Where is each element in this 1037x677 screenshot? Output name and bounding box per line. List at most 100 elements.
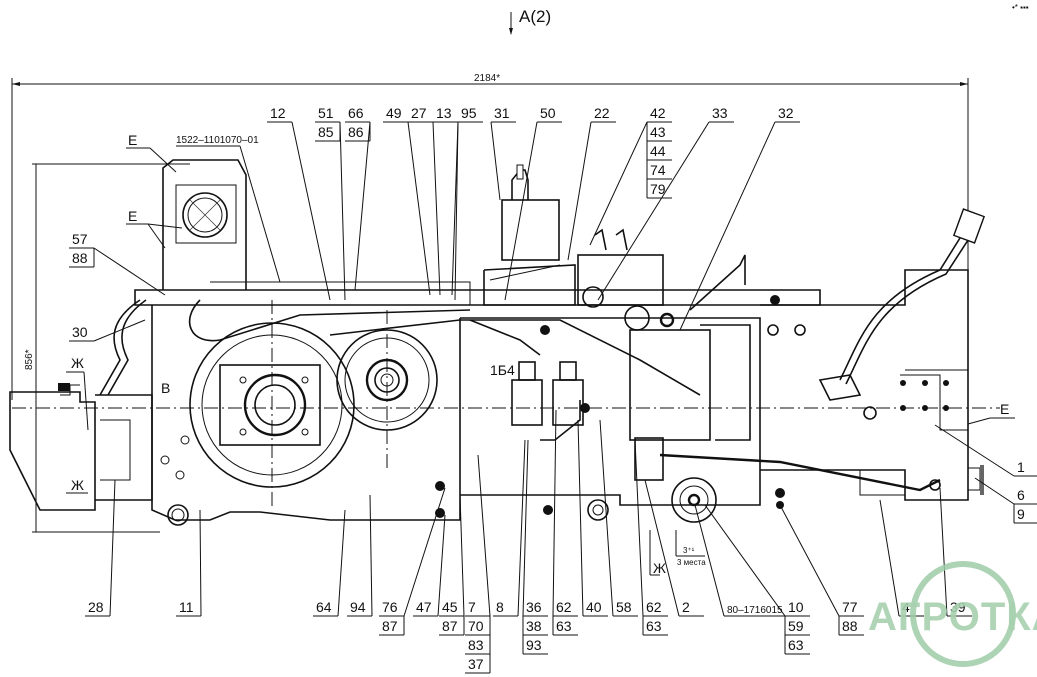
top-callout-9-leader	[567, 121, 592, 261]
bottom-callout-14-label-0: 2	[682, 599, 690, 615]
bottom-callout-4-leader	[403, 487, 446, 617]
dimension-height-value: 856*	[24, 349, 35, 370]
part-number-leader-1	[239, 145, 281, 283]
bottom-callout-11-label-0: 40	[586, 599, 602, 615]
bottom-callout-17-label-0: 4	[902, 599, 910, 615]
top-callout-5-label-0: 13	[436, 105, 452, 121]
top-callout-7-label-0: 31	[494, 105, 510, 121]
bottom-callout-6-label-0: 45	[442, 599, 458, 615]
right-callout-1-label-0: 6	[1017, 487, 1025, 503]
section-mark-e-1: E	[128, 132, 137, 148]
bottom-callout-3-label-0: 94	[350, 599, 366, 615]
right-callout-1-label-1: 9	[1017, 506, 1025, 522]
top-callout-0-leader	[291, 121, 331, 301]
bottom-callout-8-label-0: 8	[496, 599, 504, 615]
bottom-callout-4-label-0: 76	[382, 599, 398, 615]
left-callout-0-label-0: 57	[72, 231, 88, 247]
top-callout-3-leader	[407, 121, 431, 296]
part-number-label-1: 1522–1101070–01	[176, 135, 259, 146]
bottom-callout-5-label-0: 47	[416, 599, 432, 615]
bottom-callout-14-leader	[644, 479, 680, 617]
pump-flange	[587, 477, 717, 523]
bottom-callout-17-leader	[879, 499, 900, 617]
bottom-callout-16-leader	[779, 504, 840, 617]
part-number-leader-2	[694, 504, 725, 617]
bottom-callout-9-leader	[522, 439, 529, 617]
bottom-callout-13-label-1: 63	[646, 618, 662, 634]
top-callout-1-leader	[339, 121, 346, 301]
right-callout-0-leader	[934, 424, 1015, 477]
corner-mark: •* ▪▪▪	[1012, 3, 1029, 12]
bottom-callout-4-label-1: 87	[382, 618, 398, 634]
bottom-callout-9-label-2: 93	[526, 637, 542, 653]
bottom-callout-13-label-0: 62	[646, 599, 662, 615]
view-arrow	[509, 12, 513, 35]
bottom-callout-15-label-1: 59	[788, 618, 804, 634]
view-label: A(2)	[519, 7, 551, 26]
top-callout-12-leader	[679, 121, 776, 331]
left-callout-1-label-0: 30	[72, 324, 88, 340]
fit-note-numerator: 3⁺¹	[683, 546, 695, 555]
top-callout-10-label-4: 79	[650, 181, 666, 197]
bottom-callout-16-label-0: 77	[842, 599, 858, 615]
top-callout-12-label-0: 32	[778, 105, 794, 121]
right-callout-1-leader	[974, 477, 1015, 505]
bottom-callout-6-label-1: 87	[442, 618, 458, 634]
bottom-callout-0-label-0: 28	[88, 599, 104, 615]
top-callout-1-label-0: 51	[318, 105, 334, 121]
bottom-callout-16-label-1: 88	[842, 618, 858, 634]
bolts	[160, 295, 949, 526]
top-callout-5-leader	[451, 121, 459, 296]
bottom-callout-1-label-0: 11	[179, 599, 194, 615]
bottom-callout-7-label-3: 37	[468, 656, 484, 672]
bottom-callout-9-label-1: 38	[526, 618, 542, 634]
hydraulic-pipes	[99, 208, 986, 492]
top-callout-9-label-0: 22	[594, 105, 610, 121]
bottom-callout-10-label-1: 63	[556, 618, 572, 634]
bottom-callout-11-leader	[577, 419, 584, 617]
internal-mark-v: В	[161, 380, 170, 396]
section-mark-e-2: E	[128, 208, 137, 224]
transmission-housing	[9, 159, 984, 521]
bottom-callout-10-leader	[552, 409, 557, 617]
bottom-callout-7-label-2: 83	[468, 637, 484, 653]
top-callout-10-leader	[589, 121, 648, 246]
top-callout-7-leader	[490, 121, 501, 201]
bottom-callout-9-label-0: 36	[526, 599, 542, 615]
top-callout-10-label-0: 42	[650, 105, 666, 121]
bottom-callout-2-label-0: 64	[316, 599, 332, 615]
bottom-callout-7-leader	[477, 454, 491, 617]
bottom-callout-8-leader	[517, 439, 526, 617]
fit-note-denominator: 3 места	[677, 558, 706, 567]
top-callout-4-label-0: 27	[411, 105, 427, 121]
section-mark-zh-2: Ж	[71, 477, 84, 493]
bottom-callout-5-leader	[437, 514, 446, 617]
fit-note	[675, 530, 705, 557]
bottom-callout-15-leader	[704, 504, 786, 617]
right-callout-0-label-0: 1	[1017, 459, 1025, 475]
bottom-callout-15-label-0: 10	[788, 599, 804, 615]
bottom-callout-18-leader	[939, 487, 948, 617]
section-mark-zh-1: Ж	[71, 355, 84, 371]
left-callout-1-leader	[93, 319, 146, 342]
gearshift-housing	[483, 164, 711, 481]
watermark: АГРОТКА	[868, 561, 1037, 667]
bottom-callout-3-leader	[369, 494, 373, 617]
top-callout-11-leader	[597, 121, 710, 301]
section-mark-e-3: E	[1000, 401, 1009, 417]
internal-mark-1b4: 1Б4	[490, 362, 515, 378]
bottom-callout-7-label-0: 7	[468, 599, 476, 615]
top-callout-2-leader	[354, 121, 371, 291]
top-callout-8-label-0: 50	[540, 105, 556, 121]
watermark-text: АГРОТКА	[868, 595, 1037, 639]
dimension-height	[32, 163, 190, 533]
top-callout-2-label-0: 66	[348, 105, 364, 121]
part-number-label-2: 80–1716015	[727, 605, 783, 616]
top-callout-6-leader	[454, 121, 459, 301]
bottom-callout-13-leader	[634, 439, 644, 617]
bottom-callout-0-leader	[109, 479, 116, 617]
bottom-callout-12-label-0: 58	[616, 599, 632, 615]
bottom-callout-18-label-0: 39	[950, 599, 966, 615]
bottom-callout-7-label-1: 70	[468, 618, 484, 634]
